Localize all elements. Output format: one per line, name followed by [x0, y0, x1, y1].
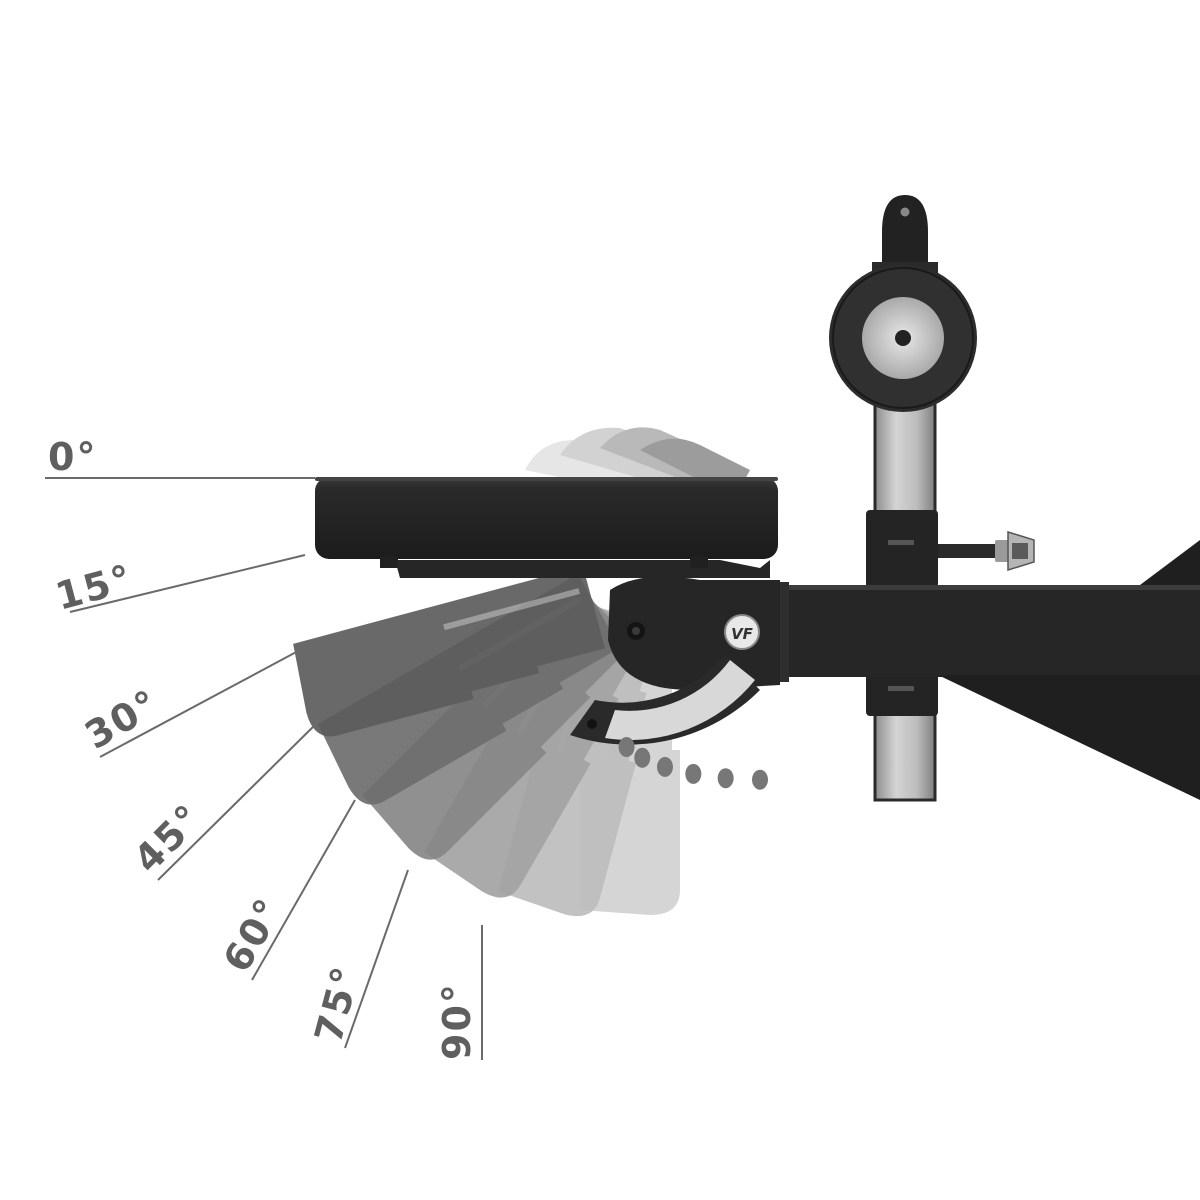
- ghost-pad-15-deg: [293, 566, 605, 737]
- angle-label-75: 75°: [306, 961, 369, 1048]
- vf-logo: VF: [724, 614, 760, 650]
- selector-hole: [717, 768, 734, 789]
- angle-label-15: 15°: [51, 556, 138, 619]
- leader-line-60: [251, 799, 356, 981]
- angle-label-90: 90°: [435, 982, 479, 1060]
- main-beam: [765, 540, 1200, 800]
- seat-pad-0-deg: [315, 477, 778, 578]
- selector-hole: [752, 769, 768, 790]
- leader-line-30: [99, 649, 301, 758]
- roller-pad: [829, 264, 977, 412]
- selector-hole: [656, 756, 673, 777]
- angle-label-0: 0°: [48, 435, 97, 479]
- selector-hole: [685, 763, 702, 784]
- angle-label-60: 60°: [215, 890, 292, 979]
- leader-line-75: [344, 869, 409, 1049]
- pop-pin-knob: [938, 530, 1035, 572]
- pivot-bracket: [608, 576, 780, 690]
- leader-line-15: [69, 554, 306, 613]
- logo-text: VF: [731, 625, 754, 643]
- selector-hole: [634, 747, 651, 768]
- selector-hole: [618, 736, 635, 757]
- angle-label-45: 45°: [125, 795, 211, 881]
- leader-line-45: [157, 719, 321, 881]
- angle-selector-disc: [570, 655, 768, 790]
- seat-angle-ghosts: [293, 566, 680, 917]
